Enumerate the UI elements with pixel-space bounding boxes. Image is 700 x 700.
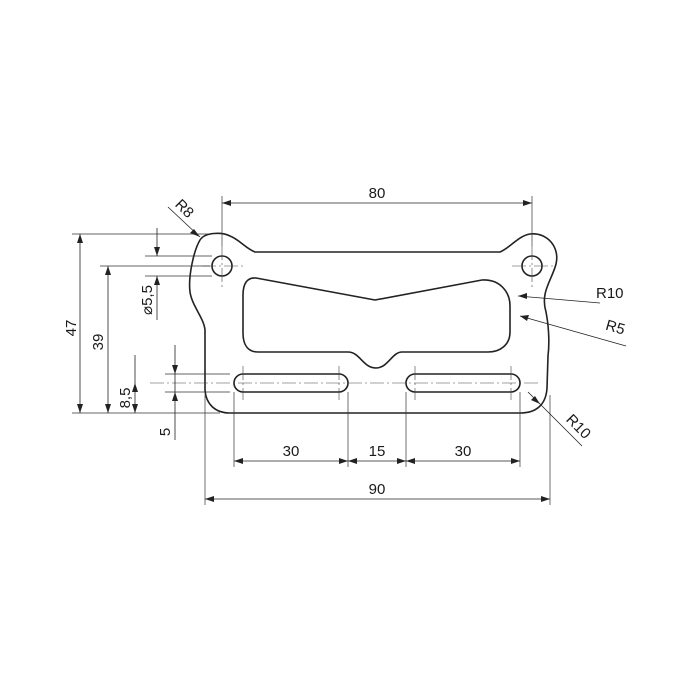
dimension-lines bbox=[79, 202, 627, 500]
dim-width-top: 80 bbox=[369, 185, 386, 202]
center-lines bbox=[150, 246, 554, 400]
dim-height-slots: 8,5 bbox=[117, 388, 134, 409]
extension-lines bbox=[72, 196, 551, 505]
radius-inner-notch: R5 bbox=[604, 317, 627, 339]
part-geometry bbox=[188, 232, 558, 414]
radius-corner-bottom-right: R10 bbox=[562, 411, 593, 442]
outer-contour bbox=[188, 232, 558, 414]
dimension-labels: 80 90 30 15 30 47 39 8,5 5 ⌀5,5 R8 R10 R… bbox=[63, 185, 627, 498]
dim-slot-left-length: 30 bbox=[283, 443, 300, 460]
dim-hole-diameter: ⌀5,5 bbox=[139, 285, 156, 315]
dim-width-overall: 90 bbox=[369, 481, 386, 498]
dim-slot-gap: 15 bbox=[369, 443, 386, 460]
dim-slot-width: 5 bbox=[157, 428, 174, 436]
dim-height-overall: 47 bbox=[63, 320, 80, 337]
radius-corner-top-left: R8 bbox=[171, 196, 197, 222]
radius-corner-right-upper: R10 bbox=[596, 285, 624, 302]
inner-window bbox=[242, 277, 511, 369]
dim-slot-right-length: 30 bbox=[455, 443, 472, 460]
dim-height-holes: 39 bbox=[90, 334, 107, 351]
arrowheads bbox=[77, 200, 550, 502]
